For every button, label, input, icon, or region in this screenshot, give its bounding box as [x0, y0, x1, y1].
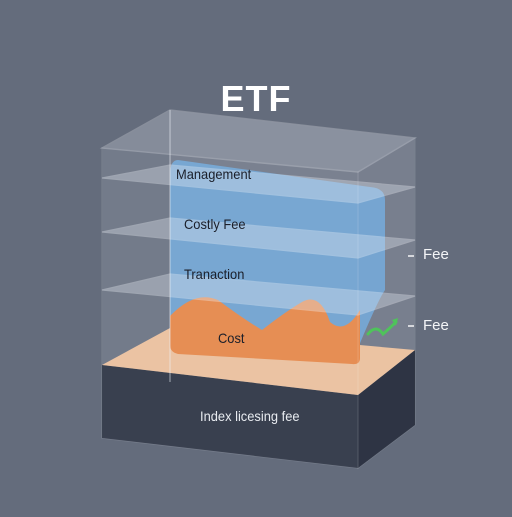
base-front [102, 365, 358, 468]
costly-fee-label: Costly Fee [184, 216, 246, 232]
management-label: Management [176, 166, 252, 182]
blue-fluid [170, 160, 385, 348]
box-front-panel [101, 147, 359, 469]
upper-fee-label: Fee [423, 246, 449, 263]
box-right-panel [357, 136, 416, 470]
index-fee-label: Index licesing fee [200, 408, 300, 424]
diagram-title: ETF [220, 78, 292, 119]
green-arrow-head [392, 318, 398, 326]
orange-fluid [170, 297, 360, 365]
base-right [358, 350, 415, 468]
cost-label: Cost [218, 330, 245, 346]
shelf-2 [101, 217, 416, 259]
shelf-3 [101, 273, 416, 316]
lower-fee-label: Fee [423, 317, 449, 334]
box-top-face [99, 109, 418, 173]
transaction-label: Tranaction [184, 266, 245, 282]
green-arrow-icon [366, 320, 398, 337]
shelf-1 [101, 164, 416, 204]
